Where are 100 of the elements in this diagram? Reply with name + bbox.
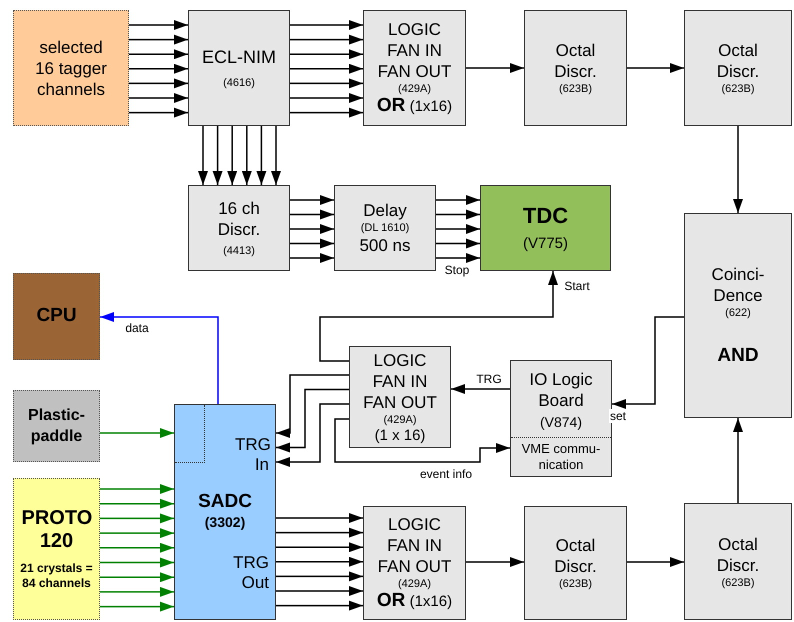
module-box — [188, 10, 290, 126]
module-box — [524, 10, 627, 126]
module-box — [480, 185, 611, 271]
arrow — [290, 78, 363, 88]
edge-label: Start — [563, 279, 591, 293]
arrow — [290, 34, 363, 45]
edge-label: set — [609, 409, 627, 423]
arrow — [436, 253, 480, 263]
arrow — [129, 49, 188, 60]
arrow — [276, 513, 363, 523]
module-label: TRG In — [235, 435, 269, 475]
module-box — [13, 390, 100, 462]
arrow — [319, 271, 558, 362]
arrow — [436, 238, 480, 248]
arrow — [627, 557, 684, 567]
module-label: (623B) — [558, 577, 592, 591]
module-label: (429A) — [398, 577, 432, 591]
arrow — [100, 498, 174, 509]
module-label: Octal Discr. — [553, 535, 598, 577]
module-box — [13, 273, 100, 360]
arrow — [290, 93, 363, 103]
module-box — [13, 478, 100, 620]
arrow — [627, 63, 684, 73]
arrow — [466, 63, 524, 73]
module-label: PROTO 120 — [22, 507, 92, 553]
module-box — [174, 404, 276, 620]
arrow — [612, 316, 684, 409]
module-label: LOGIC FAN IN FAN OUT — [376, 19, 452, 82]
module-box — [349, 346, 451, 448]
module-box — [363, 506, 466, 620]
module-label: SADC — [197, 491, 253, 513]
arrow — [100, 586, 174, 597]
arrow — [242, 126, 252, 185]
arrow — [290, 253, 334, 263]
module-label: ECL-NIM — [202, 46, 276, 68]
module-label: (623B) — [558, 82, 592, 96]
module-label: (3302) — [204, 514, 246, 531]
module-label: TDC — [522, 202, 568, 230]
arrow — [733, 126, 743, 213]
arrow — [198, 126, 208, 185]
module-label: (1 x 16) — [374, 426, 426, 444]
arrow — [290, 238, 334, 248]
module-box — [363, 10, 466, 126]
module-label: LOGIC FAN IN FAN OUT — [362, 350, 438, 412]
edge-label: Stop — [444, 263, 470, 277]
module-label: (V874) — [540, 413, 582, 431]
module-label: (DL 1610) — [360, 221, 410, 235]
module-box — [334, 185, 436, 271]
module-label: AND — [717, 344, 759, 368]
arrow — [276, 600, 363, 611]
arrow — [129, 64, 188, 74]
arrow — [212, 126, 223, 185]
module-label: Octal Discr. — [716, 40, 760, 82]
module-box — [188, 185, 290, 271]
module-label: Octal Discr. — [716, 534, 760, 576]
arrow — [129, 34, 188, 45]
arrow — [290, 20, 363, 30]
module-label: Delay — [363, 200, 407, 221]
edge-label: data — [124, 321, 150, 335]
arrow — [100, 528, 174, 538]
arrow — [276, 586, 363, 596]
module-box — [684, 10, 792, 126]
arrow — [436, 195, 480, 205]
module-label: CPU — [36, 304, 77, 328]
arrow — [276, 542, 363, 552]
module-label: (623B) — [721, 576, 755, 590]
module-box — [13, 10, 129, 126]
module-label: OR (1x16) — [376, 96, 452, 117]
arrow — [129, 20, 188, 30]
arrow — [129, 93, 188, 103]
arrow — [436, 210, 480, 220]
module-label: 16 ch Discr. — [216, 198, 262, 240]
arrow — [129, 78, 188, 88]
arrow — [271, 126, 281, 185]
module-label: (623B) — [721, 82, 755, 96]
module-label: (4616) — [223, 76, 255, 90]
arrow — [276, 571, 363, 582]
module-label: IO Logic Board — [528, 369, 594, 411]
module-box — [684, 503, 792, 620]
module-label: (622) — [725, 306, 751, 320]
arrow — [466, 557, 524, 567]
edge-label: TRG — [475, 372, 503, 386]
arrow — [290, 195, 334, 205]
arrow — [334, 418, 510, 463]
module-label: VME commu-nication — [511, 437, 611, 473]
arrow — [436, 224, 480, 234]
arrow — [100, 312, 219, 404]
arrow — [276, 528, 363, 538]
module-box — [524, 506, 627, 620]
arrow — [100, 558, 174, 568]
module-label: Coinci-Dence — [710, 264, 766, 306]
module-label: TRG Out — [232, 553, 269, 593]
arrow — [276, 374, 349, 438]
arrow — [276, 403, 349, 467]
module-box — [684, 213, 792, 418]
module-label: (4413) — [223, 244, 255, 258]
arrow — [290, 49, 363, 60]
arrow — [276, 556, 363, 567]
arrow — [733, 418, 743, 503]
arrow — [129, 108, 188, 118]
